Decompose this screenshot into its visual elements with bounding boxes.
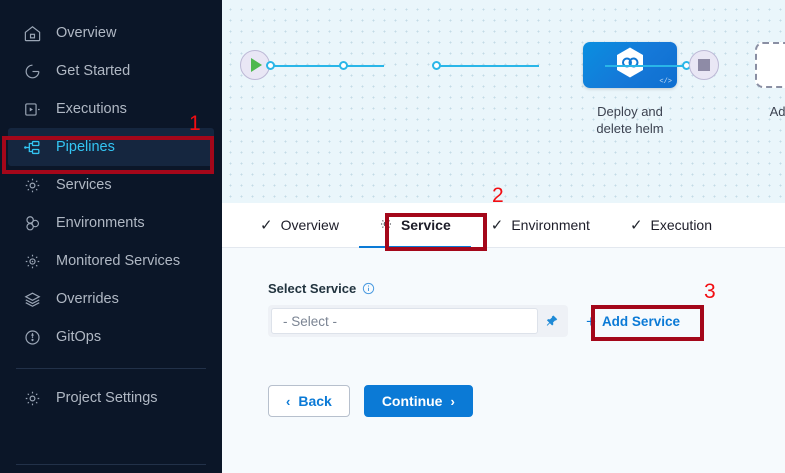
executions-icon <box>22 99 42 119</box>
sidebar-bottom-divider <box>16 464 206 465</box>
sidebar-item-services[interactable]: Services <box>0 166 222 204</box>
check-icon: ✓ <box>490 216 504 234</box>
check-icon: ✓ <box>629 216 643 234</box>
pin-icon[interactable] <box>538 308 565 334</box>
sidebar-item-gitops[interactable]: GitOps <box>0 318 222 356</box>
continue-button-label: Continue <box>381 393 443 409</box>
sidebar-item-get-started[interactable]: Get Started <box>0 52 222 90</box>
gear-icon <box>22 175 42 195</box>
edge-start-to-stage <box>274 65 384 67</box>
add-stage-button[interactable]: + <box>755 42 785 88</box>
service-form-panel: Select Service - Select - <box>222 248 785 473</box>
code-badge-icon: </> <box>659 78 672 86</box>
back-button[interactable]: ‹ Back <box>268 385 350 417</box>
sidebar-item-label: Services <box>56 177 112 193</box>
tab-label: Environment <box>511 217 590 233</box>
monitored-services-icon <box>22 251 42 271</box>
sidebar-item-environments[interactable]: Environments <box>0 204 222 242</box>
sidebar-divider <box>16 368 206 369</box>
sidebar-item-label: Environments <box>56 215 145 231</box>
tab-execution[interactable]: ✓ Execution <box>610 203 732 248</box>
form-actions: ‹ Back Continue › <box>268 385 785 417</box>
info-icon[interactable] <box>362 282 375 295</box>
sidebar: Overview Get Started Executions <box>0 0 222 473</box>
main-area: </> + Deploy and delete helm Add Stage <box>222 0 785 473</box>
gear-icon <box>379 217 393 234</box>
stage-in-port <box>339 61 348 70</box>
sidebar-item-label: Monitored Services <box>56 253 181 269</box>
sidebar-item-overrides[interactable]: Overrides <box>0 280 222 318</box>
select-service-label: Select Service <box>268 281 357 296</box>
select-service-input[interactable]: - Select - <box>271 308 538 334</box>
select-service-row: - Select - + Add Service <box>268 305 785 337</box>
add-service-link[interactable]: + Add Service <box>586 313 680 330</box>
edge-stage-to-add <box>439 65 539 67</box>
play-icon <box>251 58 262 72</box>
sidebar-item-executions[interactable]: Executions <box>0 90 222 128</box>
sidebar-item-label: Overrides <box>56 291 119 307</box>
select-service-label-row: Select Service <box>268 281 785 296</box>
add-service-label: Add Service <box>601 313 680 329</box>
plus-icon: + <box>586 311 596 331</box>
gear-icon <box>22 388 42 408</box>
layers-icon <box>22 289 42 309</box>
gitops-icon <box>22 327 42 347</box>
sidebar-item-label: GitOps <box>56 329 102 345</box>
get-started-icon <box>22 61 42 81</box>
tab-label: Execution <box>650 217 712 233</box>
sidebar-item-project-settings[interactable]: Project Settings <box>0 379 222 417</box>
sidebar-item-label: Pipelines <box>56 139 115 155</box>
annotation-number-2: 2 <box>492 184 504 207</box>
stage-node-label: Deploy and delete helm <box>596 104 664 136</box>
step-tabs: ✓ Overview Service ✓ Environment ✓ Execu… <box>222 203 785 249</box>
back-button-label: Back <box>298 393 332 409</box>
edge-add-to-end <box>605 65 700 67</box>
chevron-right-icon: › <box>450 393 455 409</box>
pipelines-icon <box>22 137 42 157</box>
sidebar-item-pipelines[interactable]: Pipelines <box>8 128 214 166</box>
annotation-number-1: 1 <box>189 112 201 135</box>
sidebar-item-label: Project Settings <box>56 390 158 406</box>
pipeline-end-node[interactable] <box>689 50 719 80</box>
pipeline-canvas[interactable]: </> + Deploy and delete helm Add Stage <box>222 0 785 203</box>
chevron-left-icon: ‹ <box>286 393 291 409</box>
tab-environment[interactable]: ✓ Environment <box>471 203 610 248</box>
annotation-number-3: 3 <box>704 280 716 303</box>
check-icon: ✓ <box>260 216 273 234</box>
sidebar-item-label: Overview <box>56 25 117 41</box>
environments-icon <box>22 213 42 233</box>
continue-button[interactable]: Continue › <box>363 385 473 417</box>
tab-service[interactable]: Service <box>358 203 471 249</box>
sidebar-item-monitored-services[interactable]: Monitored Services <box>0 242 222 280</box>
sidebar-item-label: Get Started <box>56 63 131 79</box>
select-service-control: - Select - <box>268 305 568 337</box>
tab-label: Service <box>400 217 451 233</box>
sidebar-item-overview[interactable]: Overview <box>0 14 222 52</box>
sidebar-item-label: Executions <box>56 101 127 117</box>
tab-label: Overview <box>280 217 339 233</box>
pipeline-graph: </> + Deploy and delete helm Add Stage <box>222 0 785 136</box>
add-stage-label: Add Stage <box>769 104 785 119</box>
tab-overview[interactable]: ✓ Overview <box>240 203 359 248</box>
chain-hexagon-icon <box>615 47 645 84</box>
home-icon <box>22 23 42 43</box>
stop-icon <box>698 59 710 71</box>
